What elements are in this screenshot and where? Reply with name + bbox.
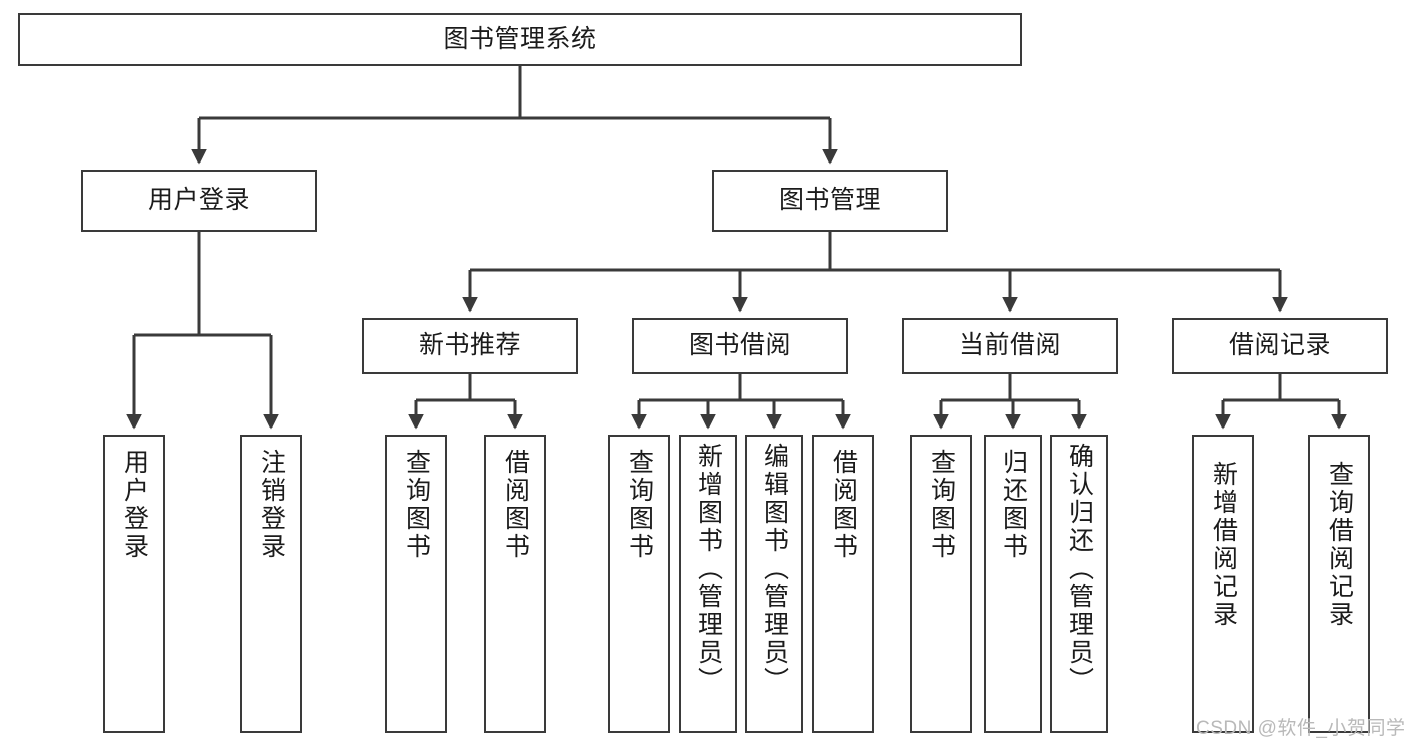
node-leaf-query-book[interactable]: 查询图书 [608, 435, 670, 733]
node-user-login[interactable]: 用户登录 [81, 170, 317, 232]
node-leaf-user-login-label: 用户登录 [120, 449, 149, 561]
node-leaf-confirm-return[interactable]: 确认归还（管理员） [1050, 435, 1108, 733]
node-leaf-user-login[interactable]: 用户登录 [103, 435, 165, 733]
node-leaf-query-book-current-label: 查询图书 [927, 449, 956, 561]
node-leaf-borrow-book-recommend[interactable]: 借阅图书 [484, 435, 546, 733]
node-current-borrow[interactable]: 当前借阅 [902, 318, 1118, 374]
node-leaf-return-book-label: 归还图书 [999, 449, 1028, 561]
node-leaf-add-book[interactable]: 新增图书（管理员） [679, 435, 737, 733]
node-book-borrow[interactable]: 图书借阅 [632, 318, 848, 374]
node-leaf-add-borrow-record[interactable]: 新增借阅记录 [1192, 435, 1254, 733]
node-leaf-edit-book[interactable]: 编辑图书（管理员） [745, 435, 803, 733]
node-new-book-recommend[interactable]: 新书推荐 [362, 318, 578, 374]
node-leaf-query-book-label: 查询图书 [625, 449, 654, 561]
node-root-label: 图书管理系统 [443, 24, 597, 53]
node-leaf-query-borrow-record-label: 查询借阅记录 [1325, 461, 1354, 629]
node-leaf-query-book-recommend[interactable]: 查询图书 [385, 435, 447, 733]
node-borrow-record-label: 借阅记录 [1228, 331, 1331, 360]
node-leaf-borrow-book-recommend-label: 借阅图书 [501, 449, 530, 561]
node-leaf-borrow-book[interactable]: 借阅图书 [812, 435, 874, 733]
node-leaf-confirm-return-label: 确认归还（管理员） [1065, 443, 1094, 695]
csdn-watermark: CSDN @软件_小贺同学 [1196, 718, 1405, 739]
node-user-login-label: 用户登录 [147, 186, 250, 215]
node-leaf-query-borrow-record[interactable]: 查询借阅记录 [1308, 435, 1370, 733]
node-book-management[interactable]: 图书管理 [712, 170, 948, 232]
node-leaf-logout-label: 注销登录 [257, 449, 286, 561]
node-leaf-edit-book-label: 编辑图书（管理员） [760, 443, 789, 695]
node-leaf-query-book-current[interactable]: 查询图书 [910, 435, 972, 733]
node-leaf-return-book[interactable]: 归还图书 [984, 435, 1042, 733]
node-borrow-record[interactable]: 借阅记录 [1172, 318, 1388, 374]
node-leaf-add-book-label: 新增图书（管理员） [694, 443, 723, 695]
node-book-borrow-label: 图书借阅 [688, 331, 791, 360]
node-leaf-logout[interactable]: 注销登录 [240, 435, 302, 733]
node-leaf-add-borrow-record-label: 新增借阅记录 [1209, 461, 1238, 629]
node-book-management-label: 图书管理 [778, 186, 881, 215]
node-current-borrow-label: 当前借阅 [958, 331, 1061, 360]
node-root[interactable]: 图书管理系统 [18, 13, 1022, 66]
node-leaf-query-book-recommend-label: 查询图书 [402, 449, 431, 561]
node-new-book-recommend-label: 新书推荐 [418, 331, 521, 360]
node-leaf-borrow-book-label: 借阅图书 [829, 449, 858, 561]
